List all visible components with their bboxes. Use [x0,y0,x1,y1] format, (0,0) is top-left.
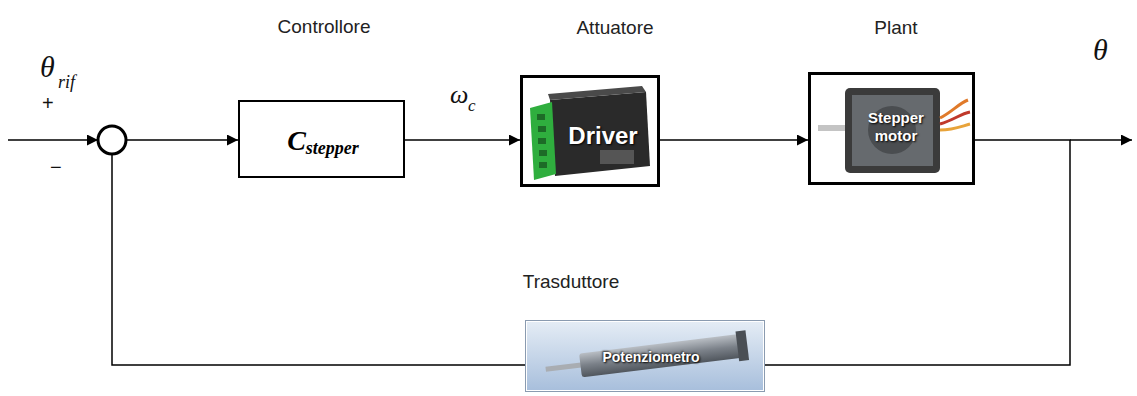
block-heading: Trasduttore [523,271,619,293]
reference-subscript: rif [58,72,75,93]
summing-junction [98,126,126,154]
block-label: Stepper motor [868,109,924,144]
command-subscript: c [468,96,476,116]
block-heading: Controllore [278,16,371,38]
block-body: Cstepper [287,125,359,159]
minus-sign: − [50,156,62,179]
block-heading: Attuatore [576,17,653,39]
block-label: Potenziometro [602,349,699,365]
command-symbol: ω [450,80,468,110]
block-body: Stepper motor [856,109,936,145]
controller-box: ControlloreCstepper [238,100,405,178]
actuator-box: AttuatoreDriver [520,75,660,187]
plus-sign: + [42,92,54,115]
potentiometer-picture [527,322,763,390]
block-label: Driver [568,122,637,149]
block-heading: Plant [874,17,917,39]
signal-connector [405,139,520,141]
subscript-text: stepper [306,138,359,158]
signal-connector [660,139,808,141]
output-symbol: θ [1093,33,1108,67]
reference-symbol: θ [40,50,55,84]
stepper-motor-picture [818,88,970,173]
output-line [1070,139,1132,141]
input-line [8,139,98,141]
transducer-box: TrasduttorePotenziometro [525,320,765,392]
driver-picture [530,86,650,180]
block-label: C [287,125,306,156]
block-body: Driver [568,122,637,150]
plant-box: PlantStepper motor [808,72,975,185]
block-body: Potenziometro [602,348,699,366]
